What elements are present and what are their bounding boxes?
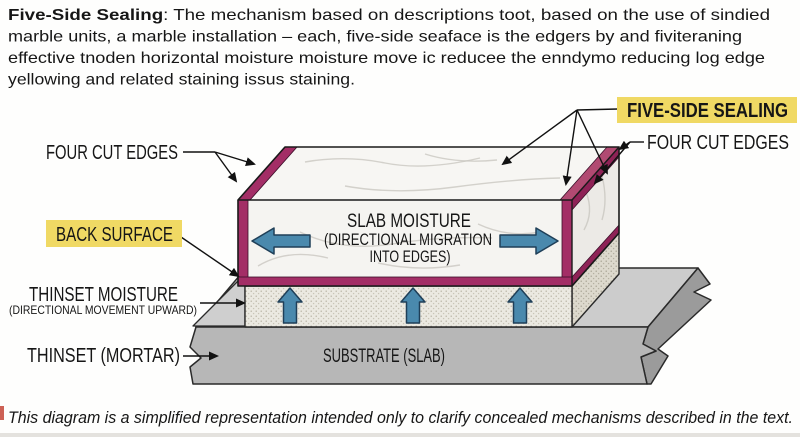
seal-bottom-back-surface: [237, 276, 573, 287]
label-slab-moisture-line3: INTO EDGES): [370, 248, 451, 266]
scan-artifacts: [0, 406, 800, 437]
marble-veins: [257, 153, 606, 269]
label-four-cut-edges-right: FOUR CUT EDGES: [647, 132, 789, 154]
seal-front-left-edge: [237, 199, 249, 287]
slab-top-face: [238, 147, 619, 200]
arrow-right-migration: [499, 227, 559, 255]
substrate-front-face: [189, 326, 657, 385]
label-thinset-mortar: THINSET (MORTAR): [27, 345, 180, 367]
label-four-cut-edges-left: FOUR CUT EDGES: [46, 142, 178, 164]
paragraph-line-4: yellowing and related staining issus sta…: [8, 72, 355, 89]
seal-front-right-edge: [561, 199, 573, 287]
paragraph-line-2: marble units, a marble installation – ea…: [8, 29, 742, 46]
arrow-up-thinset-1: [277, 287, 303, 324]
label-substrate-slab: SUBSTRATE (SLAB): [323, 346, 445, 367]
label-thinset-moisture: THINSET MOISTURE: [29, 284, 178, 306]
caption-text: This diagram is a simplified representat…: [8, 408, 793, 427]
label-slab-moisture-line2: (DIRECTIONAL MIGRATION: [324, 231, 492, 249]
diagram-labels: FOUR CUT EDGES FIVE-SIDE SEALING FOUR CU…: [9, 97, 797, 367]
highlight-back-surface: [46, 220, 182, 247]
slab-right-cut-edge-face: [572, 147, 619, 286]
arrow-up-thinset-3: [507, 287, 533, 324]
intro-paragraph: Five-Side Sealing: The mechanism based o…: [8, 7, 770, 89]
label-slab-moisture-line1: SLAB MOISTURE: [347, 211, 471, 232]
label-five-side-sealing: FIVE-SIDE SEALING: [627, 100, 788, 122]
label-back-surface: BACK SURFACE: [56, 224, 173, 246]
moisture-arrows: [251, 227, 559, 324]
paragraph-line-1: Five-Side Sealing: The mechanism based o…: [8, 7, 770, 24]
highlight-five-side-sealing: [617, 97, 797, 123]
paragraph-line-3: effective tnoden horizontal moisture moi…: [8, 50, 765, 67]
leader-lines: [180, 108, 644, 361]
arrow-left-migration: [251, 227, 311, 255]
arrow-up-thinset-2: [400, 287, 426, 324]
label-thinset-moisture-sub: (DIRECTIONAL MOVEMENT UPWARD): [9, 303, 197, 317]
